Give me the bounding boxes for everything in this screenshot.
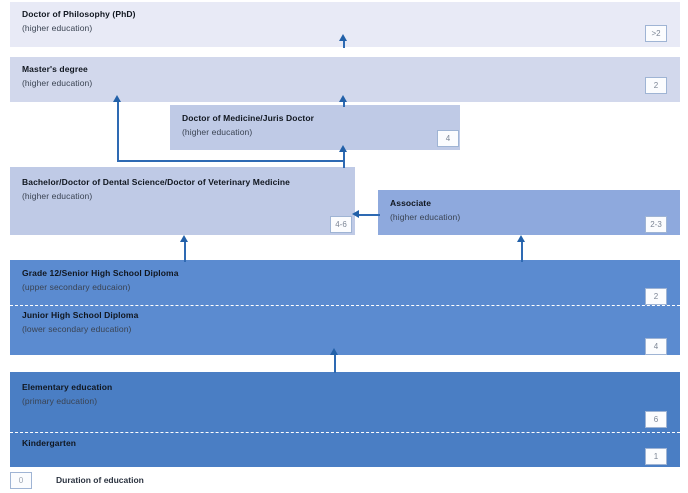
level-title-bachelor: Bachelor/Doctor of Dental Science/Doctor…	[22, 177, 290, 187]
connector-secondary-to-bachelor	[184, 242, 186, 262]
level-title-associate: Associate	[390, 198, 432, 208]
level-title-master: Master's degree	[22, 64, 88, 74]
duration-badge-associate: 2-3	[645, 216, 667, 233]
level-box-master: Master's degree (higher education)	[10, 57, 680, 102]
level-title-md-jd: Doctor of Medicine/Juris Doctor	[182, 113, 315, 123]
connector-primary-to-secondary	[334, 355, 336, 373]
level-subtitle-bachelor: (higher education)	[22, 191, 93, 201]
level-subtitle-master: (higher education)	[22, 78, 93, 88]
level-box-secondary: Grade 12/Senior High School Diploma (upp…	[10, 260, 680, 355]
level-subtitle-elementary: (primary education)	[22, 396, 98, 406]
level-subtitle-associate: (higher education)	[390, 212, 461, 222]
duration-badge-elementary: 6	[645, 411, 667, 428]
duration-badge-md-jd: 4	[437, 130, 459, 147]
legend-label: Duration of education	[56, 475, 144, 485]
level-subtitle-junior-high: (lower secondary education)	[22, 324, 132, 334]
arrow-bachelor-to-master	[113, 95, 121, 102]
duration-badge-senior-high: 2	[645, 288, 667, 305]
duration-badge-bachelor: 4-6	[330, 216, 352, 233]
connector-bachelor-rail	[117, 160, 344, 162]
duration-badge-master: 2	[645, 77, 667, 94]
level-box-primary: Elementary education (primary education)…	[10, 372, 680, 467]
arrow-primary-to-secondary	[330, 348, 338, 355]
connector-md-jd-to-master	[343, 102, 345, 107]
connector-associate-to-bachelor	[358, 214, 380, 216]
connector-master-to-phd	[343, 40, 345, 48]
duration-badge-kindergarten: 1	[645, 448, 667, 465]
level-box-md-jd: Doctor of Medicine/Juris Doctor (higher …	[170, 105, 460, 150]
duration-badge-phd: >2	[645, 25, 667, 42]
arrow-bachelor-to-md-jd	[339, 145, 347, 152]
level-title-kindergarten: Kindergarten	[22, 438, 77, 448]
divider-secondary	[10, 305, 680, 306]
arrow-associate-to-bachelor	[352, 210, 359, 218]
level-title-elementary: Elementary education	[22, 382, 113, 392]
arrow-secondary-to-bachelor	[180, 235, 188, 242]
level-subtitle-md-jd: (higher education)	[182, 127, 253, 137]
level-box-associate: Associate (higher education)	[378, 190, 680, 235]
divider-primary	[10, 432, 680, 433]
level-box-bachelor: Bachelor/Doctor of Dental Science/Doctor…	[10, 167, 355, 235]
level-title-senior-high: Grade 12/Senior High School Diploma	[22, 268, 179, 278]
level-subtitle-senior-high: (upper secondary educaion)	[22, 282, 131, 292]
connector-bachelor-to-master	[117, 102, 119, 161]
duration-badge-junior-high: 4	[645, 338, 667, 355]
connector-secondary-to-associate	[521, 242, 523, 262]
level-title-phd: Doctor of Philosophy (PhD)	[22, 9, 136, 19]
legend-duration-badge: 0	[10, 472, 32, 489]
level-subtitle-phd: (higher education)	[22, 23, 93, 33]
arrow-md-jd-to-master	[339, 95, 347, 102]
connector-bachelor-to-md-jd	[343, 152, 345, 168]
arrow-master-to-phd	[339, 34, 347, 41]
arrow-secondary-to-associate	[517, 235, 525, 242]
level-title-junior-high: Junior High School Diploma	[22, 310, 139, 320]
